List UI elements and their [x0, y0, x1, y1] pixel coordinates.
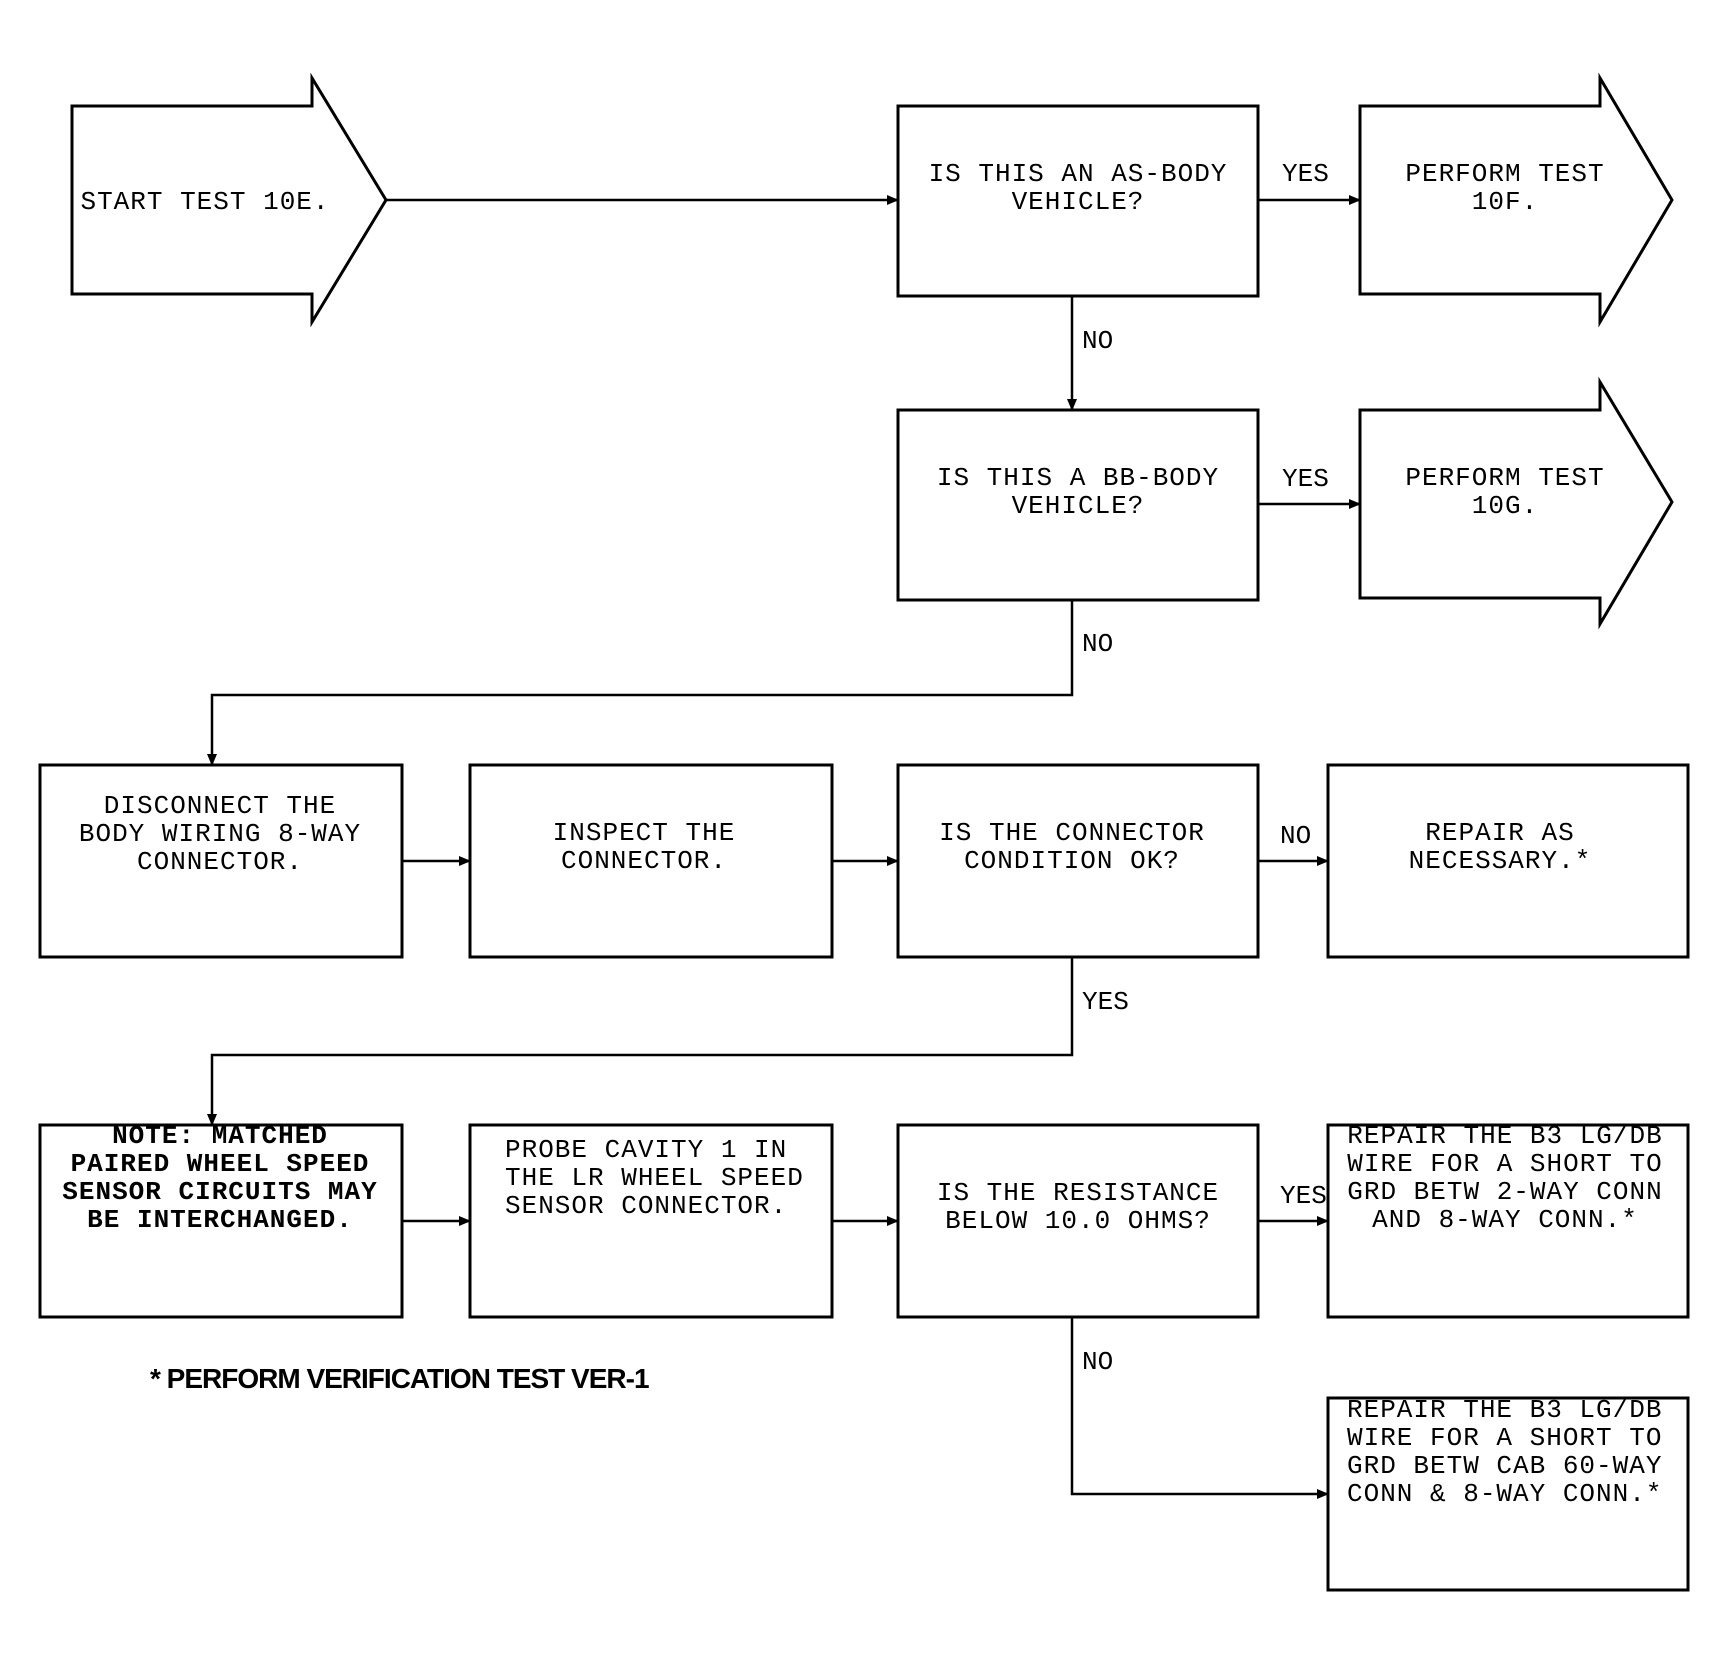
probe-line-2: THE LR WHEEL SPEED [505, 1163, 804, 1193]
repair-60way-line-3: GRD BETW CAB 60-WAY [1347, 1451, 1662, 1481]
q-bb-body-line-2: VEHICLE? [1012, 491, 1145, 521]
repair-2way-box [1326, 1123, 1690, 1319]
bb-no-label: NO [1082, 629, 1113, 659]
q-bb-body-line-1: IS THIS A BB-BODY [937, 463, 1219, 493]
conn-no-label: NO [1280, 821, 1311, 851]
edge-res-no [1070, 1317, 1329, 1499]
repair-60way-line-1: REPAIR THE B3 LG/DB [1347, 1395, 1662, 1425]
probe-box [468, 1123, 834, 1319]
q-as-body-line-1: IS THIS AN AS-BODY [929, 159, 1228, 189]
repair-2way-line-1: REPAIR THE B3 LG/DB [1347, 1121, 1662, 1151]
disconnect-line-2: BODY WIRING 8-WAY [79, 819, 361, 849]
test-10f-line-1: PERFORM TEST [1405, 159, 1604, 189]
verification-footnote: * PERFORM VERIFICATION TEST VER-1 [150, 1363, 649, 1394]
test-10g-line-1: PERFORM TEST [1405, 463, 1604, 493]
repair-60way-box [1326, 1396, 1690, 1592]
disconnect-line-1: DISCONNECT THE [104, 791, 336, 821]
note-line-3: SENSOR CIRCUITS MAY [62, 1177, 377, 1207]
edge-bb-no [207, 600, 1074, 766]
note-line-2: PAIRED WHEEL SPEED [71, 1149, 370, 1179]
start-line-1: START TEST 10E. [80, 187, 329, 217]
probe-line-3: SENSOR CONNECTOR. [505, 1191, 787, 1221]
repair-60way-line-4: CONN & 8-WAY CONN.* [1347, 1479, 1662, 1509]
start-arrow-shape [70, 72, 388, 328]
res-yes-label: YES [1280, 1181, 1327, 1211]
edge-conn-yes [207, 957, 1074, 1126]
conn-yes-label: YES [1082, 987, 1129, 1017]
bb-body-question-box [896, 408, 1260, 602]
as-body-question-box [896, 104, 1260, 298]
repair-2way-line-4: AND 8-WAY CONN.* [1372, 1205, 1638, 1235]
repair-2way-line-2: WIRE FOR A SHORT TO [1347, 1149, 1662, 1179]
as-no-label: NO [1082, 326, 1113, 356]
q-resistance-line-2: BELOW 10.0 OHMS? [945, 1206, 1211, 1236]
repair-necessary-box [1326, 763, 1690, 959]
repair-60way-line-2: WIRE FOR A SHORT TO [1347, 1423, 1662, 1453]
q-connector-line-1: IS THE CONNECTOR [939, 818, 1205, 848]
note-box [38, 1123, 404, 1319]
probe-line-1: PROBE CAVITY 1 IN [505, 1135, 787, 1165]
q-as-body-line-2: VEHICLE? [1012, 187, 1145, 217]
inspect-line-1: INSPECT THE [553, 818, 736, 848]
bb-yes-label: YES [1282, 464, 1329, 494]
res-no-label: NO [1082, 1347, 1113, 1377]
test-10g-line-2: 10G. [1472, 491, 1538, 521]
inspect-line-2: CONNECTOR. [561, 846, 727, 876]
note-line-1: NOTE: MATCHED [112, 1121, 328, 1151]
test-10f-arrow-shape [1358, 72, 1674, 328]
test-10g-arrow-shape [1358, 376, 1674, 630]
repair-2way-line-3: GRD BETW 2-WAY CONN [1347, 1177, 1662, 1207]
note-line-4: BE INTERCHANGED. [87, 1205, 353, 1235]
test-10f-line-2: 10F. [1472, 187, 1538, 217]
start-label: START TEST 10E. [80, 187, 329, 217]
resistance-question-box [896, 1123, 1260, 1319]
q-connector-line-2: CONDITION OK? [964, 846, 1180, 876]
disconnect-line-3: CONNECTOR. [137, 847, 303, 877]
repair-necessary-line-2: NECESSARY.* [1409, 846, 1592, 876]
q-resistance-line-1: IS THE RESISTANCE [937, 1178, 1219, 1208]
repair-necessary-line-1: REPAIR AS [1425, 818, 1574, 848]
as-yes-label: YES [1282, 159, 1329, 189]
